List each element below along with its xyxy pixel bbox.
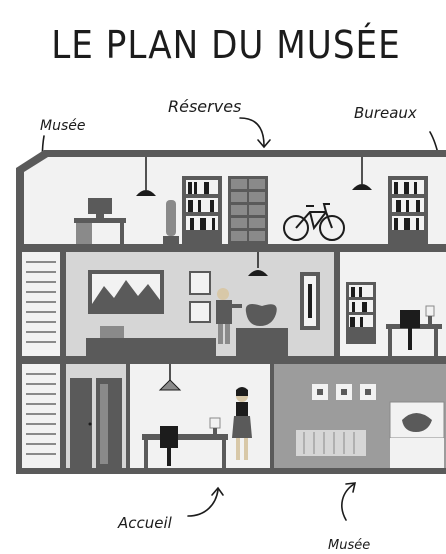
- arrow-accueil: [187, 489, 219, 517]
- sculpture: [166, 200, 176, 236]
- label-musee-bottom: Musée: [328, 538, 370, 553]
- door-left: [70, 378, 92, 468]
- bicycle: [283, 203, 345, 241]
- label-musee-top: Musée: [40, 118, 85, 134]
- label-bureaux: Bureaux: [354, 104, 417, 122]
- pendant-lamp-2: [352, 184, 372, 190]
- reception-desk: [142, 434, 228, 440]
- floor-slab-2: [16, 356, 446, 364]
- display-bench: [86, 338, 216, 356]
- arrow-reserves: [239, 117, 265, 147]
- office-chair: [400, 310, 420, 328]
- arrow-reserves-head: [257, 139, 271, 149]
- person-visitor: [216, 288, 242, 344]
- reserves-furniture: [74, 157, 428, 244]
- pedestal: [236, 328, 288, 356]
- stairwell-lower: [22, 364, 60, 468]
- pendant-lamp-1: [136, 190, 156, 196]
- gallery-furniture: [86, 252, 320, 356]
- page-title: LE PLAN DU MUSÉE: [51, 23, 400, 67]
- accueil-furniture: [142, 364, 252, 468]
- arrow-accueil-head: [211, 486, 224, 496]
- museum-lower-furniture: [296, 384, 445, 468]
- floor-slab-1: [16, 244, 446, 252]
- pendant-lamp-3: [248, 270, 268, 276]
- reception-chair: [160, 426, 178, 448]
- offices-furniture: [346, 282, 442, 356]
- desk-lamp: [425, 305, 435, 317]
- corridor-furniture: [70, 378, 122, 468]
- vase: [245, 304, 277, 326]
- label-accueil: Accueil: [117, 514, 173, 532]
- frame-small-1: [189, 271, 211, 295]
- label-reserves: Réserves: [168, 97, 241, 116]
- reception-lamp: [209, 417, 221, 429]
- frame-small-2: [189, 301, 211, 323]
- arrow-musee-bottom-head: [345, 482, 357, 493]
- person-receptionist: [232, 387, 252, 460]
- stairs-lower: [26, 373, 56, 455]
- stairwell-upper: [22, 252, 60, 356]
- monitor: [88, 198, 112, 214]
- radiator: [296, 430, 366, 456]
- arrow-musee-bottom: [341, 483, 355, 521]
- desk: [74, 218, 126, 223]
- stairs-upper: [26, 261, 56, 343]
- pendant-lamp-4: [158, 379, 182, 391]
